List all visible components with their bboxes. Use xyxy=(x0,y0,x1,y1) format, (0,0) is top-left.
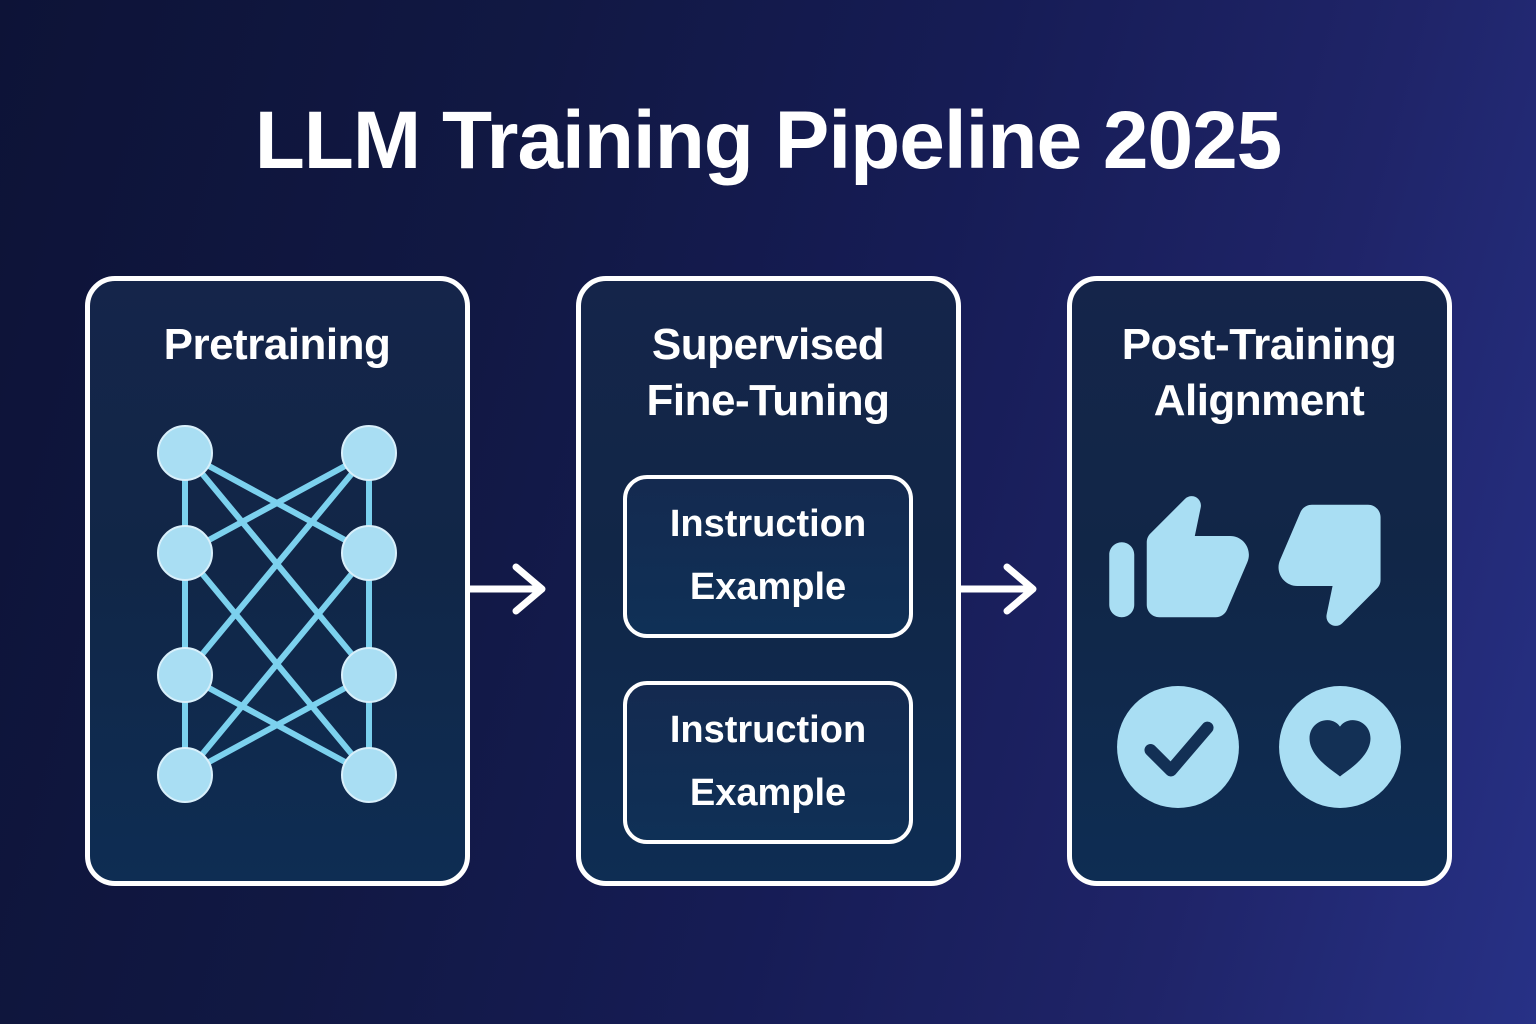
page-title: LLM Training Pipeline 2025 xyxy=(254,95,1283,186)
heart-circle-icon xyxy=(1264,668,1416,826)
alignment-icons-grid xyxy=(1102,482,1416,826)
stage-heading: Pretraining xyxy=(163,320,391,369)
alignment-icons-row-2 xyxy=(1102,668,1416,826)
stage-heading: Post-Training Alignment xyxy=(1121,320,1397,426)
instruction-example-label: Instruction Example xyxy=(669,709,867,815)
pipeline-row: Pretraining xyxy=(0,276,1536,886)
alignment-icons-row-1 xyxy=(1102,482,1416,640)
instruction-example-box: Instruction Example xyxy=(623,474,913,638)
arrow-right-icon xyxy=(960,563,1036,615)
neural-network-icon xyxy=(157,425,397,804)
pipeline-arrow-2 xyxy=(960,276,1067,886)
stage-panel-post-training-alignment: Post-Training Alignment xyxy=(1066,276,1452,886)
instruction-example-box: Instruction Example xyxy=(623,680,913,844)
instruction-example-label: Instruction Example xyxy=(669,503,867,609)
stage-panel-supervised-fine-tuning: Supervised Fine-Tuning Instruction Examp… xyxy=(575,276,961,886)
arrow-right-icon xyxy=(469,563,545,615)
stage-heading: Supervised Fine-Tuning xyxy=(646,320,890,426)
stage-panel-pretraining: Pretraining xyxy=(84,276,470,886)
thumbs-down-icon xyxy=(1264,482,1416,640)
check-circle-icon xyxy=(1102,668,1254,826)
pipeline-arrow-1 xyxy=(469,276,576,886)
thumbs-up-icon xyxy=(1102,482,1254,640)
